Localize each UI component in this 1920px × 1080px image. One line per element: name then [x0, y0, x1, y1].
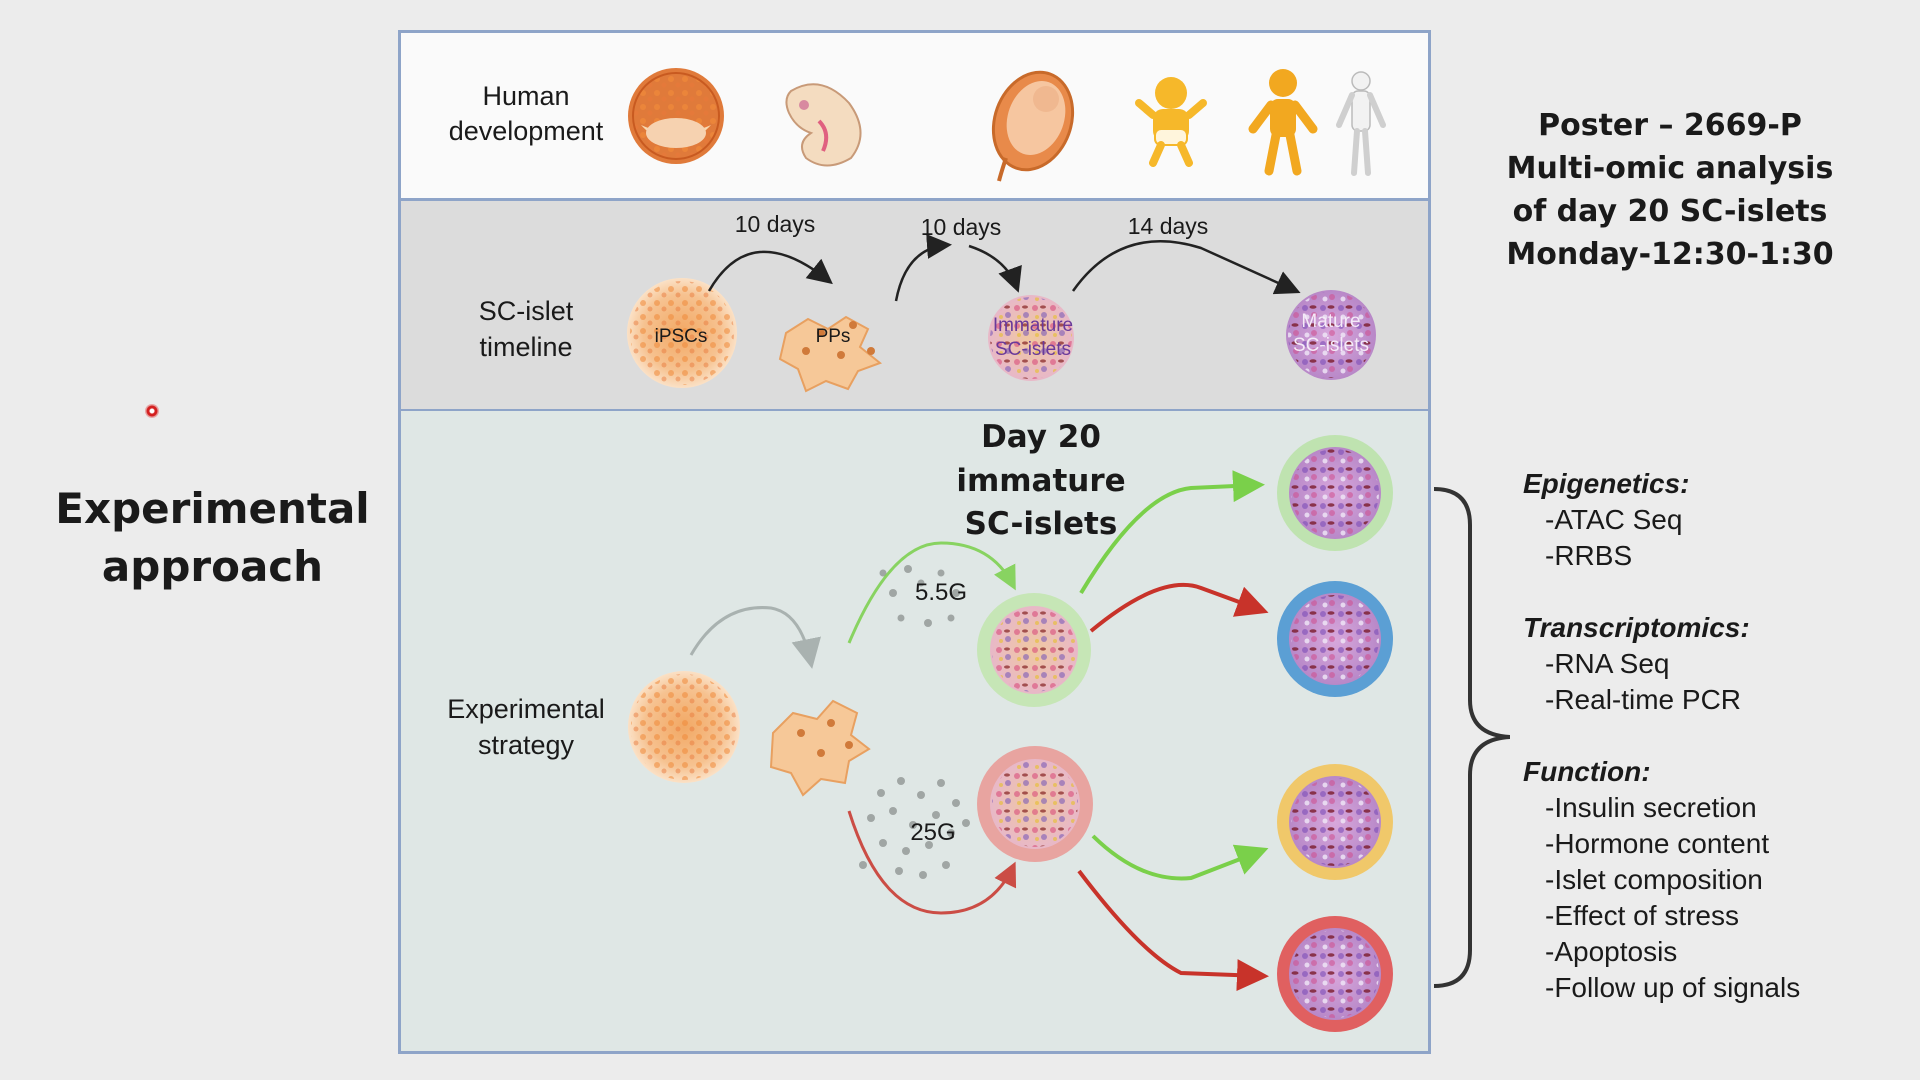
- laser-pointer-dot: [145, 404, 159, 418]
- outcome-islet-red: [1277, 916, 1393, 1032]
- human-development-panel: [401, 33, 1428, 196]
- slide-title-line-1: Experimental: [55, 484, 370, 533]
- slide-title-line-2: approach: [101, 542, 324, 591]
- stage-ipscs: iPSCs: [655, 326, 708, 347]
- strategy-pps-icon: [769, 699, 871, 797]
- arrow-to-low-glucose: [847, 541, 1016, 644]
- day20-label-2: immature: [956, 463, 1125, 499]
- poster-line-1: Poster – 2669-P: [1538, 108, 1802, 143]
- pps-cells-icon: [778, 315, 883, 393]
- child-icon: [1248, 69, 1318, 176]
- baby-icon: [1135, 77, 1207, 167]
- list-item: -RRBS: [1545, 540, 1633, 571]
- category-transcriptomics: Transcriptomics: -RNA Seq -Real-time PCR: [1523, 610, 1800, 718]
- mature-islet-icon: [1286, 290, 1376, 380]
- immature-islet-icon: [988, 295, 1074, 381]
- arrow-to-high-glucose: [847, 810, 1017, 915]
- adult-icon: [1336, 71, 1386, 176]
- ipscs-cell-icon: [627, 278, 737, 388]
- arrow-green-outcome-3: [1091, 834, 1269, 881]
- blastocyst-icon: [628, 68, 724, 164]
- stage-immature-1: Immature: [993, 315, 1073, 336]
- poster-line-4: Monday-12:30-1:30: [1506, 237, 1834, 272]
- high-glucose-label: 25G: [910, 819, 955, 846]
- list-item: -Insulin secretion: [1545, 792, 1757, 823]
- category-title: Epigenetics:: [1523, 468, 1690, 499]
- low-glucose-islet-icon: [977, 593, 1091, 707]
- high-glucose-particles: [859, 777, 970, 879]
- row-label-strategy-1: Experimental: [447, 694, 605, 724]
- list-item: -Apoptosis: [1545, 936, 1678, 967]
- row-label-strategy-2: strategy: [478, 730, 575, 760]
- poster-info: Poster – 2669-P Multi-omic analysis of d…: [1460, 104, 1880, 276]
- row-label-timeline-2: timeline: [479, 332, 572, 362]
- poster-line-2: Multi-omic analysis: [1506, 151, 1834, 186]
- timeline-arrow-2b: [968, 244, 1022, 293]
- duration-3: 14 days: [1128, 213, 1209, 239]
- list-item: -Follow up of signals: [1545, 972, 1801, 1003]
- strategy-ipscs-icon: [628, 671, 740, 783]
- category-function: Function: -Insulin secretion -Hormone co…: [1523, 754, 1800, 1006]
- stage-pps: PPs: [816, 326, 851, 347]
- strategy-gray-arrow: [689, 606, 821, 669]
- list-item: -Islet composition: [1545, 864, 1763, 895]
- timeline-arrow-3: [1071, 240, 1301, 295]
- day20-label-1: Day 20: [981, 419, 1101, 455]
- stage-immature-2: SC-islets: [995, 339, 1071, 360]
- outcome-islet-green: [1277, 435, 1393, 551]
- outcome-islet-yellow: [1277, 764, 1393, 880]
- curly-bracket: [1433, 487, 1510, 988]
- row-label-human-1: Human: [482, 81, 569, 111]
- outcome-islet-blue: [1277, 581, 1393, 697]
- list-item: -RNA Seq: [1545, 648, 1670, 679]
- category-title: Function:: [1523, 756, 1651, 787]
- experimental-strategy-panel: [401, 411, 1428, 1051]
- day20-label-3: SC-islets: [965, 506, 1118, 542]
- duration-1: 10 days: [735, 211, 816, 237]
- row-label-human-2: development: [449, 116, 604, 146]
- poster-line-3: of day 20 SC-islets: [1512, 194, 1828, 229]
- analysis-list: Epigenetics: -ATAC Seq -RRBS Transcripto…: [1523, 466, 1800, 1042]
- category-epigenetics: Epigenetics: -ATAC Seq -RRBS: [1523, 466, 1800, 574]
- timeline-arrow-2: [894, 234, 952, 302]
- arrow-red-outcome-4: [1077, 869, 1269, 992]
- slide-title: Experimental approach: [40, 480, 385, 596]
- list-item: -Real-time PCR: [1545, 684, 1742, 715]
- stage-mature-1: Mature: [1301, 311, 1360, 332]
- timeline-arrow-1: [707, 250, 833, 292]
- row-label-timeline-1: SC-islet: [479, 296, 574, 326]
- stage-mature-2: SC-islets: [1293, 335, 1369, 356]
- list-item: -Effect of stress: [1545, 900, 1739, 931]
- low-glucose-label: 5.5G: [915, 579, 967, 606]
- low-glucose-particles: [879, 565, 960, 627]
- sc-islet-timeline-panel: [401, 198, 1428, 412]
- duration-2: 10 days: [921, 214, 1002, 240]
- arrow-red-outcome-2: [1089, 583, 1269, 633]
- embryo-icon: [785, 83, 862, 167]
- high-glucose-islet-icon: [977, 746, 1093, 862]
- category-title: Transcriptomics:: [1523, 612, 1750, 643]
- arrow-green-outcome-1: [1079, 470, 1265, 595]
- figure-diagram: Human development SC-islet timeline Expe…: [447, 68, 1393, 1032]
- experimental-figure: Human development SC-islet timeline Expe…: [398, 30, 1431, 1054]
- list-item: -Hormone content: [1545, 828, 1770, 859]
- list-item: -ATAC Seq: [1545, 504, 1683, 535]
- fetus-icon: [991, 70, 1075, 182]
